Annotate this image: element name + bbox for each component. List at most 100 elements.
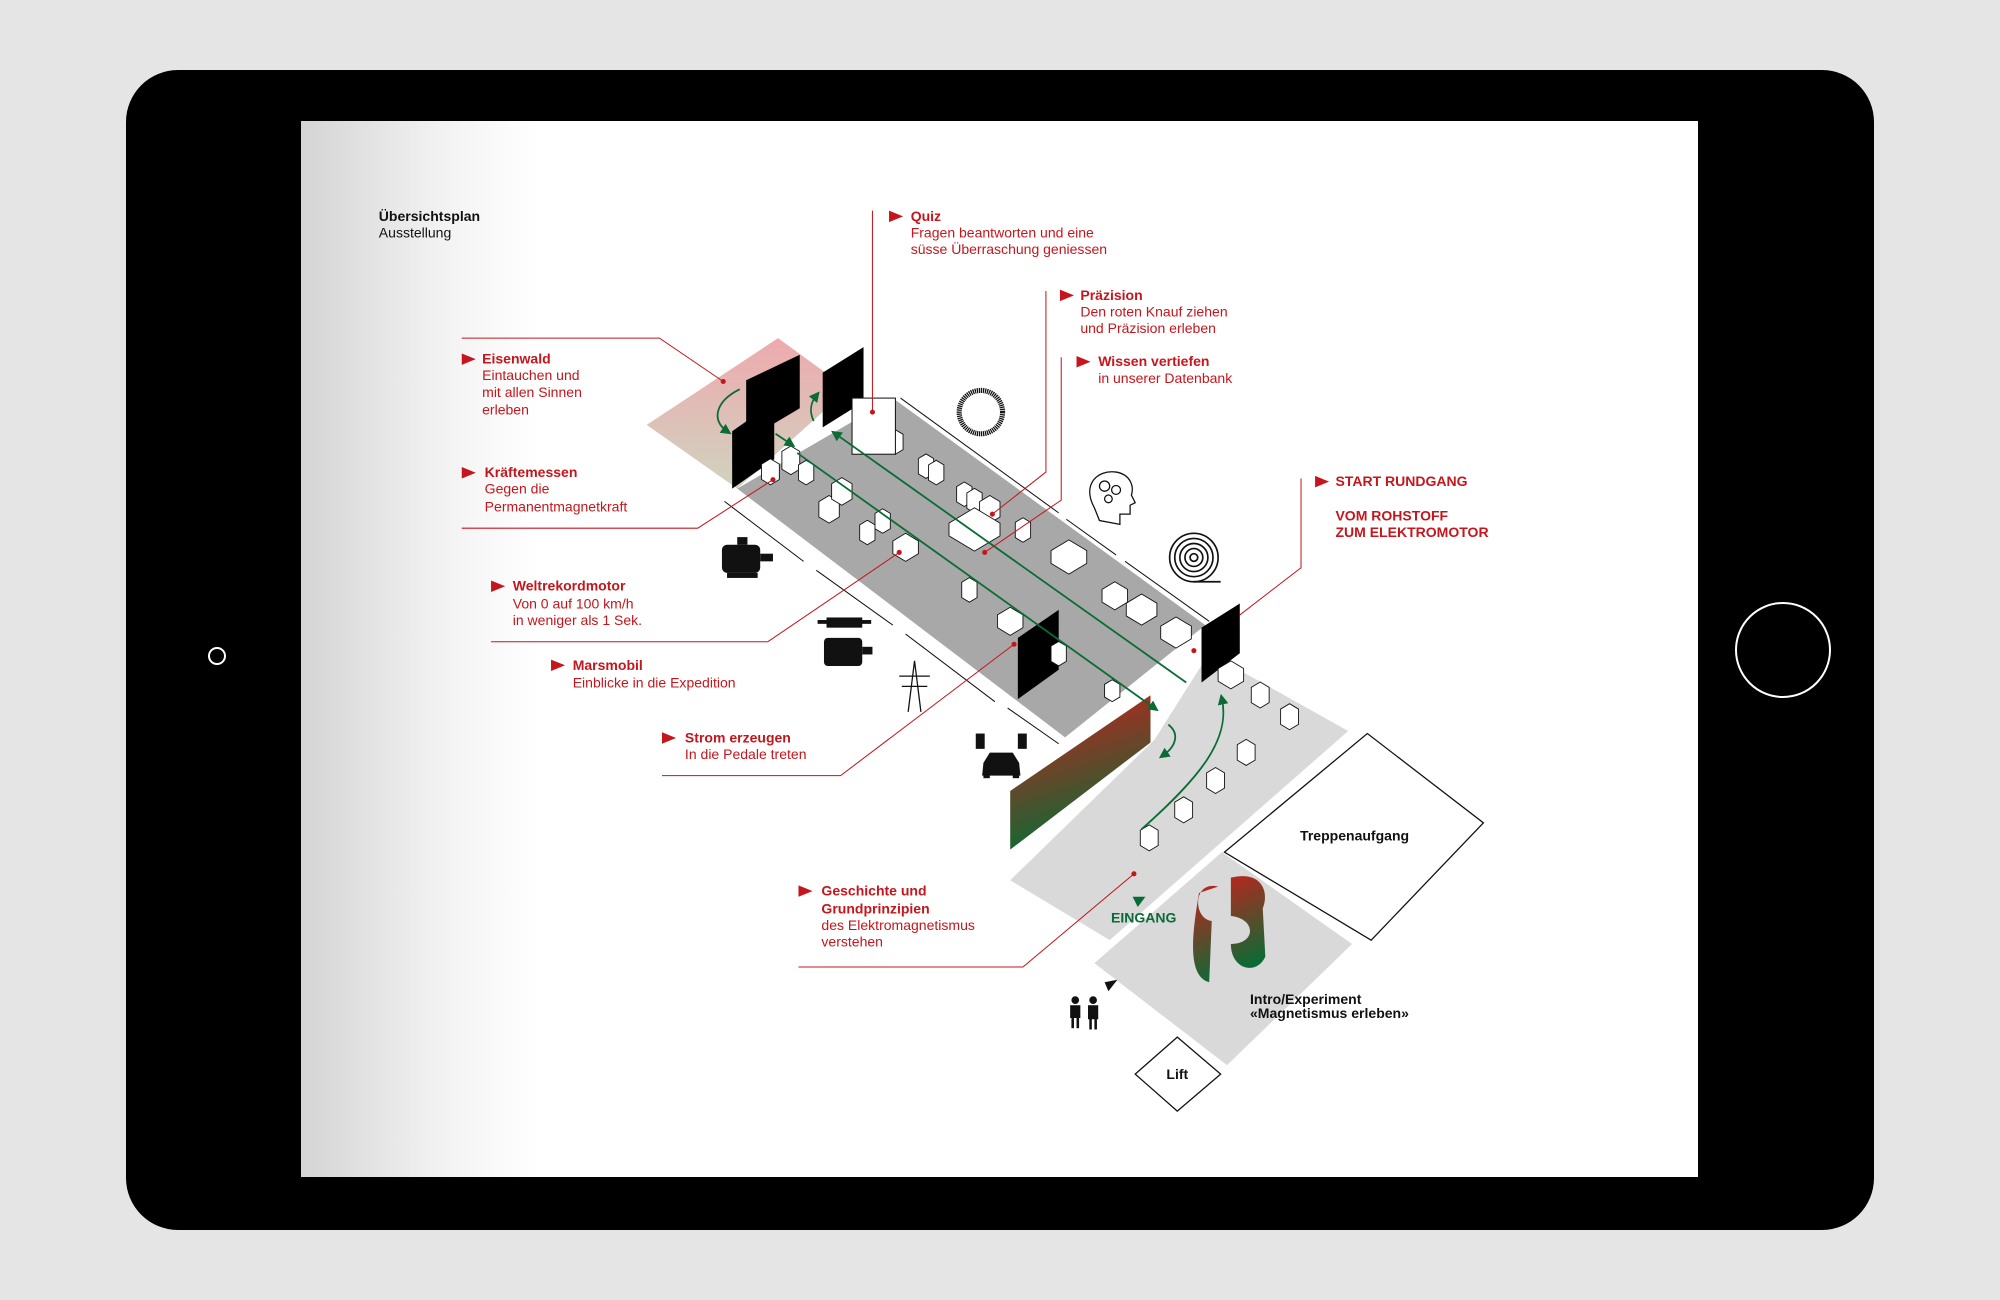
triangle-icon <box>461 466 476 479</box>
label-title: Quiz <box>911 208 941 224</box>
label-text: Den roten Knauf ziehen <box>1080 303 1227 319</box>
exhibit-box <box>1280 703 1299 731</box>
label-text: verstehen <box>821 934 883 950</box>
stairs-label: Treppenaufgang <box>1300 828 1409 844</box>
intro-cylinder <box>1193 876 1266 983</box>
exhibit-box <box>1217 660 1245 690</box>
triangle-icon <box>1076 355 1091 368</box>
visitors-icon <box>1070 996 1099 1030</box>
ring-icon <box>956 387 1006 437</box>
exhibit-box <box>1101 581 1128 611</box>
page-title: Übersichtsplan <box>379 208 480 224</box>
entrance-corridor[interactable] <box>1010 653 1349 941</box>
exhibit-box <box>781 445 801 476</box>
label-text: Eintauchen und <box>482 367 579 383</box>
exhibit-box <box>1125 593 1158 626</box>
page-subtitle: Ausstellung <box>379 224 451 240</box>
triangle-icon <box>1059 289 1074 302</box>
label-title: Grundprinzipien <box>821 900 929 916</box>
label-text: In die Pedale treten <box>685 746 807 762</box>
power-pylon-icon <box>899 660 930 712</box>
exhibit-box <box>1160 616 1192 649</box>
exhibit-box <box>1050 539 1088 575</box>
label-text: Einblicke in die Expedition <box>573 675 736 691</box>
exhibit-box <box>874 508 891 534</box>
label-start-rundgang[interactable]: START RUNDGANG VOM ROHSTOFF ZUM ELEKTROM… <box>1315 473 1489 540</box>
exhibit-box <box>1174 796 1194 824</box>
lift-label: Lift <box>1166 1066 1188 1082</box>
label-quiz[interactable]: Quiz Fragen beantworten und eine süsse Ü… <box>889 208 1107 257</box>
visitor-arrow-icon <box>1104 979 1118 992</box>
lift-area[interactable] <box>1134 1036 1222 1112</box>
motor-icon <box>721 537 773 578</box>
label-strom[interactable]: Strom erzeugen In die Pedale treten <box>661 729 807 762</box>
label-title: Eisenwald <box>482 351 551 367</box>
label-title: Strom erzeugen <box>685 729 791 745</box>
label-weltrekordmotor[interactable]: Weltrekordmotor Von 0 auf 100 km/h in we… <box>491 578 642 628</box>
label-text: in weniger als 1 Sek. <box>513 612 642 628</box>
label-text: Gegen die <box>485 481 550 497</box>
exhibit-box <box>1206 766 1225 795</box>
label-praezision[interactable]: Präzision Den roten Knauf ziehen und Prä… <box>1059 287 1228 336</box>
label-text: und Präzision erleben <box>1080 320 1216 336</box>
charging-station-icon <box>975 733 1027 749</box>
triangle-icon <box>1315 475 1330 488</box>
label-title: Weltrekordmotor <box>513 578 626 594</box>
rotor-icon <box>817 617 872 628</box>
exhibit-box <box>1050 640 1067 667</box>
label-text: mit allen Sinnen <box>482 384 582 400</box>
entrance-arrow-icon <box>1132 896 1146 908</box>
label-title: Wissen vertiefen <box>1098 353 1209 369</box>
car-icon <box>982 752 1021 779</box>
history-wall <box>1010 695 1151 850</box>
exhibit-boxes <box>761 429 1299 852</box>
exhibit-box <box>1250 681 1270 709</box>
triangle-icon <box>661 732 677 744</box>
triangle-icon <box>798 885 813 897</box>
intro-label-1: Intro/Experiment <box>1250 991 1362 1007</box>
label-title: Geschichte und <box>821 883 926 899</box>
exhibit-box <box>961 577 978 603</box>
head-gears-icon <box>1089 471 1137 526</box>
triangle-icon <box>889 210 904 223</box>
triangle-icon <box>461 353 476 365</box>
entrance-label: EINGANG <box>1111 909 1177 925</box>
label-text: erleben <box>482 402 529 418</box>
label-kraeftemessen[interactable]: Kräftemessen Gegen die Permanentmagnetkr… <box>461 464 628 515</box>
black-panels <box>732 347 1240 700</box>
label-title: Kräftemessen <box>485 464 578 480</box>
exhibit-box <box>928 459 945 486</box>
label-text: des Elektromagnetismus <box>821 917 974 933</box>
label-title: Marsmobil <box>573 657 643 673</box>
label-text: in unserer Datenbank <box>1098 370 1233 386</box>
label-eisenwald[interactable]: Eisenwald Eintauchen und mit allen Sinne… <box>461 351 582 418</box>
quiz-station[interactable] <box>851 397 896 455</box>
exhibit-box <box>1104 679 1121 703</box>
label-wissen[interactable]: Wissen vertiefen in unserer Datenbank <box>1076 353 1234 386</box>
dimension-lines <box>724 397 1210 745</box>
label-text: ZUM ELEKTROMOTOR <box>1335 524 1488 540</box>
label-geschichte[interactable]: Geschichte und Grundprinzipien des Elekt… <box>798 883 975 950</box>
label-text: Permanentmagnetkraft <box>485 499 628 515</box>
intro-area[interactable] <box>1094 852 1353 1066</box>
main-hall[interactable] <box>737 398 1206 738</box>
label-text: Fragen beantworten und eine <box>911 224 1094 240</box>
label-text: süsse Überraschung geniessen <box>911 240 1107 257</box>
intro-label-2: «Magnetismus erleben» <box>1250 1005 1409 1021</box>
stairs-area[interactable] <box>1223 732 1485 941</box>
camera-icon <box>208 647 226 665</box>
exhibit-box <box>1139 824 1159 852</box>
label-title: START RUNDGANG <box>1335 473 1467 489</box>
exhibit-box <box>831 477 853 506</box>
triangle-icon <box>491 580 506 592</box>
coil-spiral-icon <box>1168 532 1221 583</box>
home-button[interactable] <box>1735 602 1831 698</box>
label-text: Von 0 auf 100 km/h <box>513 596 634 612</box>
exhibit-box <box>948 507 1001 552</box>
triangle-icon <box>551 659 566 672</box>
exhibit-box <box>1236 738 1256 766</box>
label-marsmobil[interactable]: Marsmobil Einblicke in die Expedition <box>551 657 736 691</box>
stator-icon <box>823 637 873 666</box>
tour-path <box>716 388 1229 830</box>
